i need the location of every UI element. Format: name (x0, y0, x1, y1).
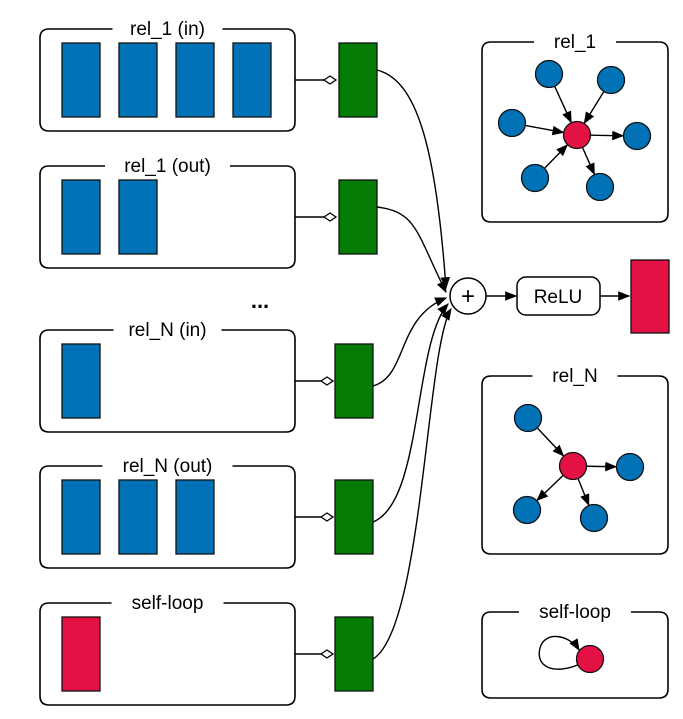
edge-to-sum (372, 307, 452, 660)
graph-relN-title: rel_N (552, 366, 597, 387)
neighbor-node (512, 495, 542, 525)
weight-matrix (338, 179, 378, 255)
weight-matrix (334, 616, 374, 692)
graph-relN: rel_N (481, 366, 669, 555)
graph-edge (537, 427, 565, 457)
graph-rel1: rel_1 (481, 32, 669, 223)
relu-block: ReLU (516, 276, 601, 316)
edge-to-sum (372, 303, 449, 523)
weight-matrix (334, 479, 374, 555)
diamond-icon (319, 649, 335, 659)
neighbor-node (622, 121, 652, 151)
graph-edge (590, 130, 625, 141)
neighbor-node (497, 108, 527, 138)
neighbor-node (513, 403, 543, 433)
group-rel1-out-border (39, 165, 296, 269)
sum-node: + (449, 277, 487, 315)
feature-vector (118, 179, 158, 255)
group-relN-out-border (39, 465, 296, 569)
graph-rel1-title: rel_1 (554, 32, 596, 53)
feature-vector (175, 479, 215, 555)
edge-to-sum (372, 297, 448, 387)
graph-edge (525, 124, 565, 136)
graph-relN-border (481, 375, 669, 555)
group-relN-in-title: rel_N (in) (128, 320, 206, 341)
weight-matrix (338, 42, 378, 118)
graph-selfloop-border (481, 611, 669, 699)
group-rel1-out-title: rel_1 (out) (124, 156, 211, 177)
neighbor-node (615, 452, 645, 482)
feature-vector (175, 42, 215, 118)
group-relN-out: rel_N (out) (39, 456, 374, 569)
feature-vector (61, 343, 101, 419)
group-rel1-out: rel_1 (out) (39, 156, 378, 269)
diamond-icon (319, 376, 335, 386)
graph-edge (554, 86, 572, 124)
feature-vector (118, 479, 158, 555)
feature-vector (61, 616, 101, 692)
center-node (575, 644, 605, 674)
group-self-loop: self-loop (39, 593, 374, 706)
diamond-icon (322, 75, 338, 85)
group-rel1-in: rel_1 (in) (39, 19, 378, 132)
group-relN-in-border (39, 329, 296, 433)
graph-rel1-border (481, 41, 669, 223)
neighbor-node (585, 172, 615, 202)
graph-edge (583, 91, 605, 125)
center-node (562, 120, 592, 150)
group-self-loop-border (39, 602, 296, 706)
group-rel1-in-title: rel_1 (in) (130, 19, 205, 40)
diamond-icon (322, 212, 338, 222)
group-rel1-in-border (39, 28, 296, 132)
self-loop-edge (538, 635, 581, 670)
feature-vector (61, 179, 101, 255)
ellipsis: ... (251, 288, 269, 313)
graph-edge (544, 144, 569, 169)
feature-vector (61, 42, 101, 118)
neighbor-node (520, 163, 550, 193)
graph-selfloop: self-loop (481, 602, 669, 699)
group-relN-out-title: rel_N (out) (123, 456, 213, 477)
neighbor-node (596, 65, 626, 95)
relu-label: ReLU (534, 287, 583, 308)
graph-edge (586, 461, 618, 472)
graph-edge (577, 478, 590, 507)
feature-vector (232, 42, 272, 118)
weight-matrix (334, 343, 374, 419)
graph-edge (582, 147, 595, 176)
group-self-loop-title: self-loop (132, 593, 204, 614)
output-feature (630, 259, 670, 334)
neighbor-node (579, 503, 609, 533)
diamond-icon (319, 512, 335, 522)
feature-vector (118, 42, 158, 118)
center-node (558, 451, 588, 481)
feature-vector (61, 479, 101, 555)
group-relN-in: rel_N (in) (39, 320, 374, 433)
edge-to-sum (376, 69, 451, 290)
graph-selfloop-title: self-loop (539, 602, 611, 623)
edge-to-sum (376, 206, 447, 294)
plus-symbol: + (461, 283, 475, 310)
graph-edge (536, 475, 564, 502)
aggregation-edges (372, 69, 452, 660)
neighbor-node (534, 59, 564, 89)
